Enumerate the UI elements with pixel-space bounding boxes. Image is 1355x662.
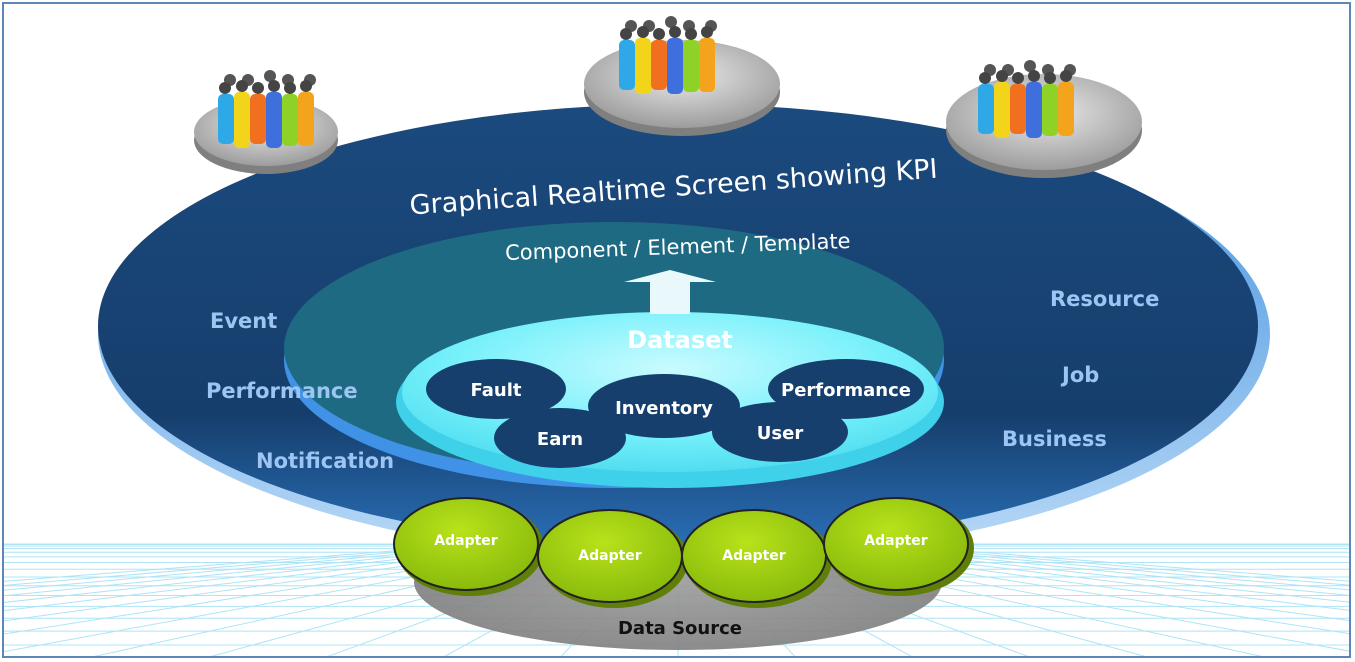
dataset-item-label: Fault xyxy=(471,380,522,401)
dataset-item-user: User xyxy=(712,402,848,462)
label-resource: Resource xyxy=(1050,287,1159,311)
user-group-left xyxy=(194,70,338,174)
adapter-4: Adapter xyxy=(823,497,974,596)
dataset-item-earn: Earn xyxy=(494,408,626,468)
dataset-item-performance: Performance xyxy=(768,359,924,419)
adapter-label: Adapter xyxy=(864,533,928,549)
dataset-item-inventory: Inventory xyxy=(588,374,740,438)
dataset-item-label: Performance xyxy=(781,380,911,401)
dataset-item-label: Inventory xyxy=(615,398,713,419)
user-group-icon xyxy=(619,16,717,94)
adapter-3: Adapter xyxy=(681,509,832,608)
user-group-center xyxy=(584,16,780,136)
up-arrow-icon xyxy=(624,270,716,314)
adapter-2: Adapter xyxy=(537,509,688,608)
label-performance-left: Performance xyxy=(206,379,358,403)
user-group-icon xyxy=(978,60,1076,138)
adapter-label: Adapter xyxy=(722,548,786,564)
adapter-label: Adapter xyxy=(434,533,498,549)
dataset-label: Dataset xyxy=(627,326,733,354)
architecture-diagram: Graphical Realtime Screen showing KPI Co… xyxy=(4,16,1349,656)
dataset-item-label: Earn xyxy=(537,429,583,450)
label-job: Job xyxy=(1060,363,1099,387)
dataset-item-label: User xyxy=(757,423,804,444)
label-notification: Notification xyxy=(256,449,394,473)
dataset-item-fault: Fault xyxy=(426,359,566,419)
user-group-right xyxy=(946,60,1142,178)
user-group-icon xyxy=(218,70,316,148)
adapter-1: Adapter xyxy=(393,497,544,596)
adapter-label: Adapter xyxy=(578,548,642,564)
data-source-label: Data Source xyxy=(618,618,742,639)
label-event: Event xyxy=(210,309,277,333)
label-business: Business xyxy=(1002,427,1107,451)
